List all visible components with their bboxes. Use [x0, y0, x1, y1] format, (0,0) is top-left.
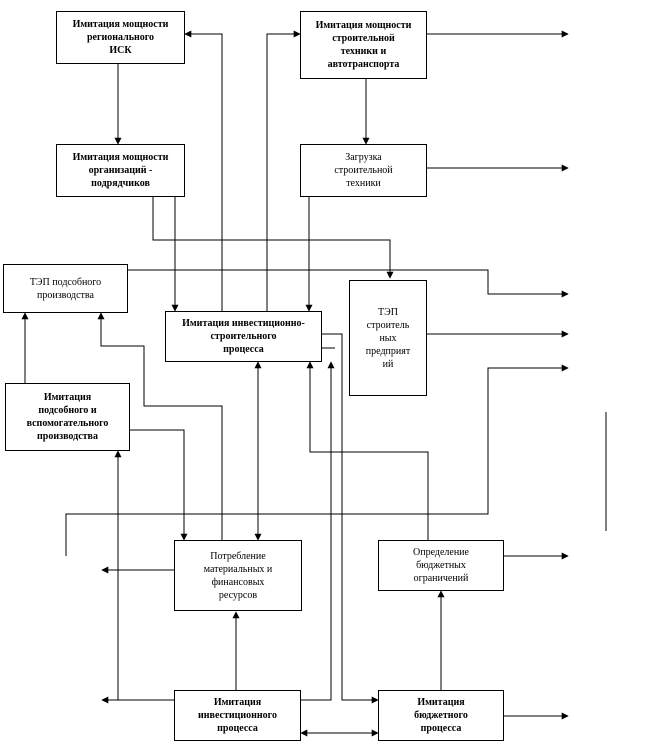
- node-label: Имитация бюджетного процесса: [414, 697, 468, 734]
- edge-budget-limits-to-invest-construction: [306, 361, 429, 540]
- node-label: Имитация мощности регионального ИСК: [72, 19, 169, 56]
- node-investment-construction-process: Имитация инвестиционно- строительного пр…: [165, 311, 322, 362]
- node-label: Потребление материальных и финансовых ре…: [203, 550, 273, 601]
- node-label: ТЭП строитель ных предприят ий: [365, 306, 411, 370]
- node-tep-construction-enterprises: ТЭП строитель ных предприят ий: [349, 280, 427, 396]
- node-label: Имитация инвестиционно- строительного пр…: [182, 318, 305, 355]
- node-resource-consumption: Потребление материальных и финансовых ре…: [174, 540, 302, 611]
- edge-invest-construction-to-power: [266, 30, 301, 311]
- edge-contractors-to-tep-construction: [152, 196, 394, 279]
- node-label: Загрузка строительной техники: [334, 152, 393, 189]
- node-label: ТЭП подсобного производства: [29, 276, 102, 301]
- node-label: Имитация инвестиционного процесса: [198, 697, 277, 734]
- edge-invest-process-to-subsidiary: [114, 450, 174, 701]
- edge-invest-construction-to-isk: [184, 30, 223, 311]
- node-label: Имитация подсобного и вспомогательного п…: [26, 392, 109, 442]
- node-budget-limits: Определение бюджетных ограничений: [378, 540, 504, 591]
- node-label: Определение бюджетных ограничений: [413, 547, 469, 584]
- node-label: Имитация мощности организаций - подрядчи…: [72, 152, 169, 189]
- node-contractor-power: Имитация мощности организаций - подрядчи…: [56, 144, 185, 197]
- node-regional-isk-power: Имитация мощности регионального ИСК: [56, 11, 185, 64]
- edge-tep-subsidiary-out: [128, 269, 569, 298]
- node-tep-subsidiary: ТЭП подсобного производства: [3, 264, 128, 313]
- edge-invest-construction-out-right: [322, 333, 379, 704]
- node-equipment-load: Загрузка строительной техники: [300, 144, 427, 197]
- edge-subsidiary-to-consumption: [130, 429, 188, 541]
- edge-consumption-to-tep-subsidiary: [97, 312, 223, 540]
- node-subsidiary-production: Имитация подсобного и вспомогательного п…: [5, 383, 130, 451]
- node-budget-process: Имитация бюджетного процесса: [378, 690, 504, 741]
- node-investment-process: Имитация инвестиционного процесса: [174, 690, 301, 741]
- node-construction-equipment-power: Имитация мощности строительной техники и…: [300, 11, 427, 79]
- edge-loop-right: [65, 364, 569, 556]
- edge-invest-process-to-invest-construction: [301, 361, 335, 701]
- node-label: Имитация мощности строительной техники и…: [315, 20, 412, 70]
